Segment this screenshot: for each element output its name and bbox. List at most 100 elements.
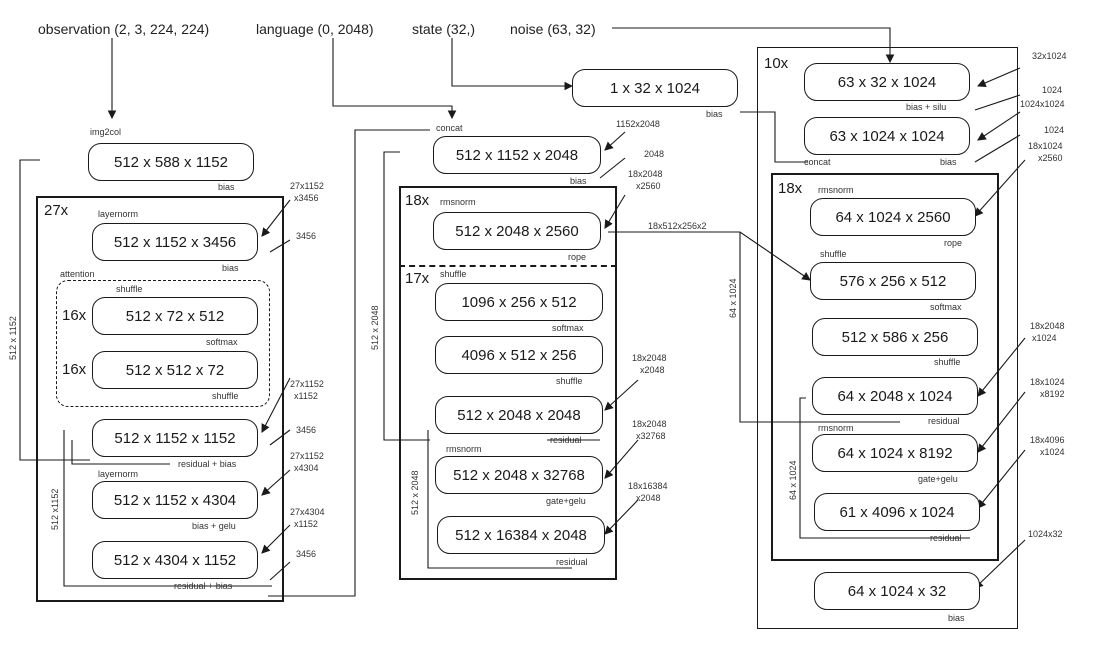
- action-weight-7: 18x4096: [1030, 435, 1065, 445]
- lang-bias-note: bias: [570, 176, 587, 186]
- vision-proj-block: 512 x 588 x 1152: [88, 143, 254, 181]
- vision-attention-group: [56, 280, 270, 407]
- vision-shuffle-note-2: shuffle: [212, 391, 239, 401]
- vision-repeat-16a: 16x: [62, 307, 87, 324]
- state-bias-note: bias: [706, 109, 723, 119]
- action-softmax-note: softmax: [930, 302, 962, 312]
- action-rmsnorm-note-2: rmsnorm: [818, 423, 854, 433]
- lang-weight-3: 18x2048: [632, 419, 667, 429]
- action-weight-5b: x1024: [1032, 333, 1057, 343]
- action-weight-1: 1024: [1042, 85, 1063, 95]
- lang-residual-note: residual: [550, 435, 582, 445]
- vision-bias-gelu-note: bias + gelu: [192, 521, 236, 531]
- vision-weight-2b: x1152: [294, 391, 318, 401]
- lang-weight-1: 18x2048: [628, 169, 663, 179]
- vision-residual-bias-note-2: residual + bias: [174, 581, 233, 591]
- lang-weight-3b: x32768: [636, 431, 666, 441]
- lang-inner-divider: [399, 265, 617, 267]
- lang-concat-note: concat: [436, 123, 463, 133]
- lang-shuffle-note: shuffle: [440, 269, 467, 279]
- action-weight-4: 18x1024: [1028, 141, 1063, 151]
- lang-attn-value-block: 4096 x 512 x 256: [435, 336, 603, 374]
- lang-mlp-up-block: 512 x 2048 x 32768: [435, 456, 603, 494]
- vision-repeat-count: 27x: [44, 202, 69, 219]
- lang-attn-score-block: 1096 x 256 x 512: [435, 283, 603, 321]
- vision-mlp-up-block: 512 x 1152 x 4304: [92, 481, 258, 519]
- state-proj-block: 1 x 32 x 1024: [572, 69, 738, 107]
- vision-layernorm-note-2: layernorm: [98, 469, 139, 479]
- vision-side-label-2: 512 x1152: [50, 488, 60, 530]
- vision-attn-value-block: 512 x 512 x 72: [92, 351, 258, 389]
- language-input-label: language (0, 2048): [256, 21, 374, 37]
- action-weight-0: 32x1024: [1032, 51, 1067, 61]
- action-out-proj-block: 64 x 2048 x 1024: [812, 377, 978, 415]
- vision-repeat-16b: 16x: [62, 361, 87, 378]
- vision-bias-size-2: 3456: [296, 425, 317, 435]
- lang-qkv-block: 512 x 2048 x 2560: [433, 212, 601, 250]
- vision-weight-2: 27x1152: [290, 379, 324, 389]
- action-inner-frame: [771, 173, 999, 561]
- lang-side-label-2: 512 x 2048: [410, 470, 420, 515]
- lang-in-proj-block: 512 x 1152 x 2048: [433, 136, 601, 174]
- vision-attn-score-block: 512 x 72 x 512: [92, 297, 258, 335]
- action-rope-note: rope: [944, 238, 963, 248]
- vision-bias-size-1: 3456: [296, 231, 317, 241]
- vision-side-label: 512 x 1152: [8, 316, 18, 360]
- lang-cross-note: 18x512x256x2: [648, 221, 707, 231]
- vision-residual-bias-note: residual + bias: [178, 459, 237, 469]
- lang-outer-frame: [399, 186, 617, 580]
- noise-input-label: noise (63, 32): [510, 21, 596, 37]
- action-weight-6: 18x1024: [1030, 377, 1065, 387]
- lang-rmsnorm-note-2: rmsnorm: [446, 444, 482, 454]
- action-bias-note: bias: [940, 157, 957, 167]
- action-weight-5: 18x2048: [1030, 321, 1065, 331]
- lang-out-proj-block: 512 x 2048 x 2048: [435, 396, 603, 434]
- lang-gate-gelu-note: gate+gelu: [546, 496, 586, 506]
- vision-bias-note-2: bias: [222, 263, 239, 273]
- action-weight-4b: x2560: [1038, 153, 1063, 163]
- lang-side-label: 512 x 2048: [370, 305, 380, 350]
- vision-weight-3b: x4304: [294, 463, 319, 473]
- lang-weight-2b: x2048: [640, 365, 665, 375]
- action-mlp-up-block: 64 x 1024 x 8192: [812, 434, 978, 472]
- action-residual-note-2: residual: [930, 533, 962, 543]
- action-concat-note: concat: [804, 157, 831, 167]
- vision-weight-4: 27x4304: [290, 507, 325, 517]
- vision-block-frame: [36, 196, 284, 602]
- vision-out-proj-block: 512 x 1152 x 1152: [92, 419, 258, 457]
- lang-mlp-down-block: 512 x 16384 x 2048: [437, 516, 605, 554]
- action-outer-frame: [757, 47, 1018, 629]
- vision-layernorm-note: layernorm: [98, 209, 139, 219]
- action-side-label-2: 64 x 1024: [788, 460, 798, 500]
- vision-attention-note: attention: [60, 269, 95, 279]
- lang-weight-2: 18x2048: [632, 353, 667, 363]
- action-repeat-outer: 10x: [764, 55, 789, 72]
- lang-repeat-inner: 17x: [405, 270, 430, 287]
- lang-weight-1b: x2560: [636, 181, 661, 191]
- action-weight-7b: x1024: [1040, 447, 1065, 457]
- vision-weight-3: 27x1152: [290, 451, 324, 461]
- action-residual-note: residual: [928, 416, 960, 426]
- vision-softmax-note: softmax: [206, 337, 238, 347]
- lang-rope-note: rope: [568, 252, 587, 262]
- lang-softmax-note: softmax: [552, 323, 584, 333]
- action-shuffle-note: shuffle: [820, 249, 847, 259]
- noise-proj-block-2: 63 x 1024 x 1024: [804, 117, 970, 155]
- action-side-label: 64 x 1024: [728, 278, 738, 318]
- action-weight-2: 1024x1024: [1020, 99, 1065, 109]
- action-attn-score-block: 576 x 256 x 512: [810, 262, 976, 300]
- vision-qkv-block: 512 x 1152 x 3456: [92, 223, 258, 261]
- action-repeat-inner: 18x: [778, 180, 803, 197]
- action-shuffle-note-2: shuffle: [934, 357, 961, 367]
- action-bias-final-note: bias: [948, 613, 965, 623]
- vision-weight-1b: x3456: [294, 193, 319, 203]
- vision-bias-size-4: 3456: [296, 549, 317, 559]
- lang-residual-note-2: residual: [556, 557, 588, 567]
- lang-rmsnorm-note: rmsnorm: [440, 197, 476, 207]
- action-weight-3: 1024: [1044, 125, 1065, 135]
- noise-proj-block: 63 x 32 x 1024: [804, 63, 970, 101]
- observation-input-label: observation (2, 3, 224, 224): [38, 21, 210, 37]
- vision-bias-note: bias: [218, 182, 235, 192]
- lang-repeat-outer: 18x: [405, 192, 430, 209]
